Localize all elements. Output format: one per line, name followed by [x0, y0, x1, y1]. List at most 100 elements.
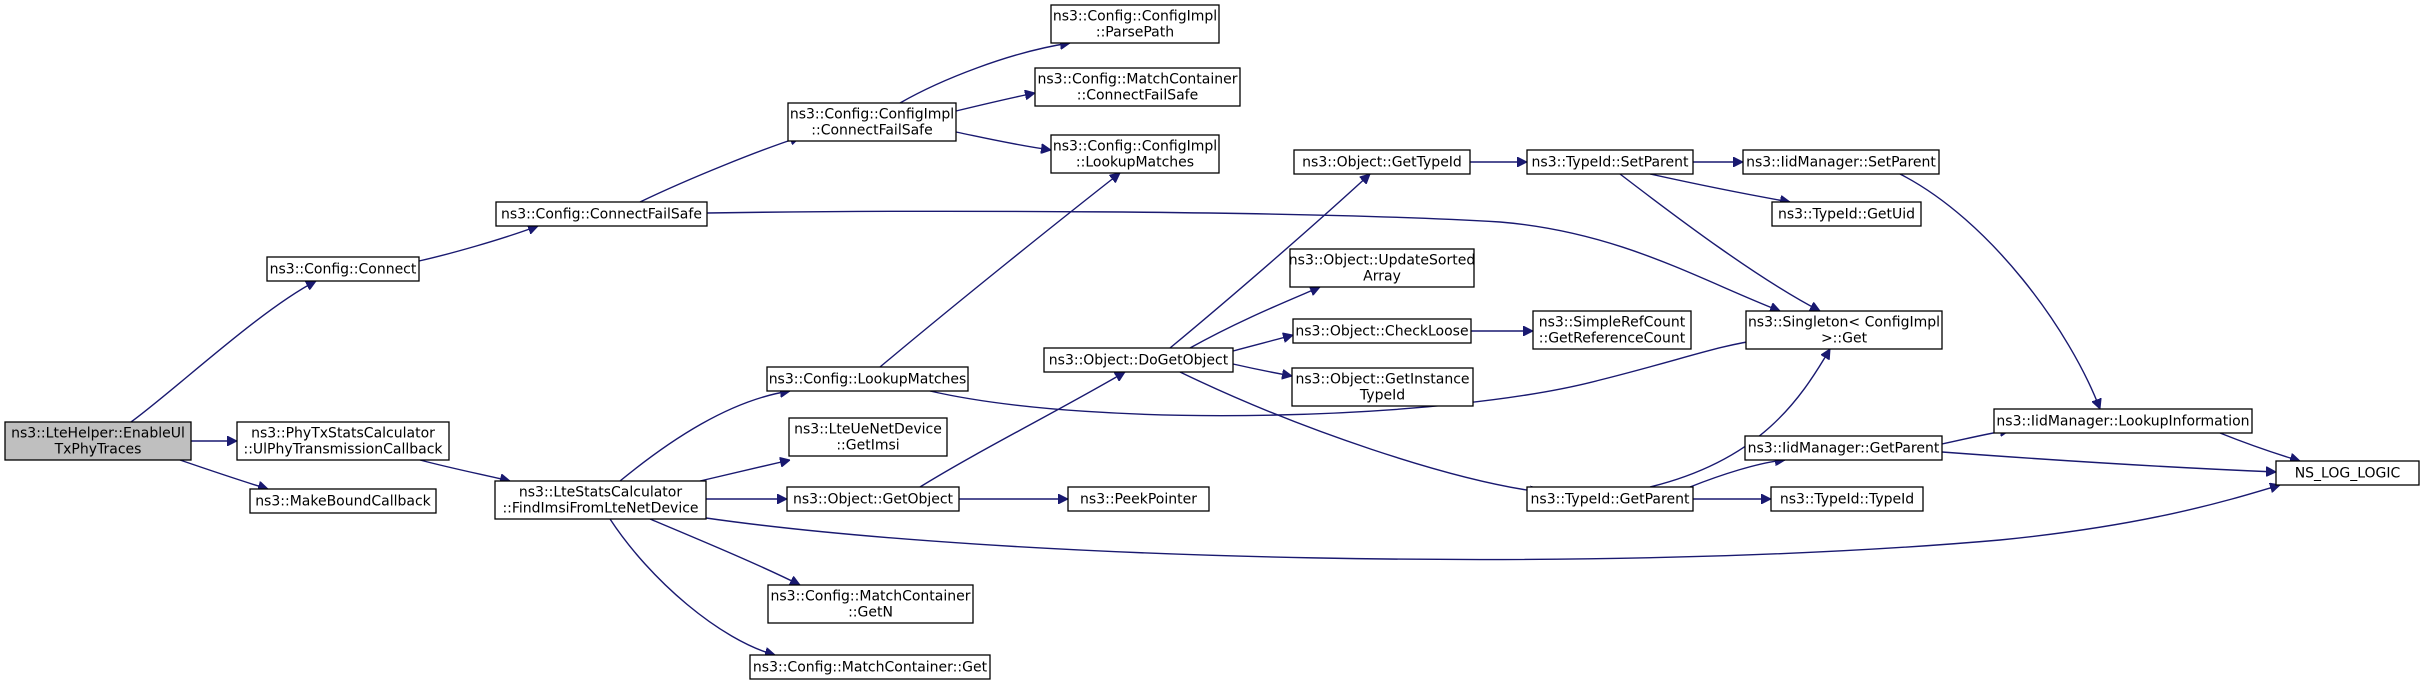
node-layer: ns3::LteHelper::EnableUlTxPhyTracesns3::… [4, 4, 2420, 680]
node-label: ns3::MakeBoundCallback [255, 494, 431, 510]
edge-cfg_lookup-to-impl_lookup [879, 173, 1120, 368]
node-box [1050, 134, 1220, 174]
node-box [787, 102, 957, 142]
node-label: ns3::Config::ConfigImpl [1053, 9, 1217, 25]
node-label: NS_LOG_LOGIC [2295, 466, 2401, 482]
node-typeid-getuid[interactable]: ns3::TypeId::GetUid [1771, 201, 1922, 227]
edge-impl_connect_fs-to-impl_lookup [955, 131, 1051, 150]
node-box [1993, 408, 2253, 434]
node-cfg-connect-fs[interactable]: ns3::Config::ConnectFailSafe [495, 201, 708, 227]
node-box [1526, 486, 1694, 512]
edge-obj_do_get-to-obj_update_sorted [1189, 287, 1320, 349]
edge-cfg_lookup-to-singleton_get [929, 340, 1760, 417]
node-impl-connect-fs[interactable]: ns3::Config::ConfigImpl::ConnectFailSafe [787, 102, 957, 142]
node-label: ns3::Object::GetTypeId [1302, 155, 1462, 171]
node-label: ::ConnectFailSafe [811, 123, 932, 139]
node-cfg-connect[interactable]: ns3::Config::Connect [266, 256, 420, 282]
edge-obj_do_get-to-obj_get_instance [1232, 363, 1292, 376]
node-box [494, 480, 707, 520]
node-box [1293, 149, 1471, 175]
node-iid-getparent[interactable]: ns3::IidManager::GetParent [1744, 435, 1943, 461]
node-label: ns3::Config::Connect [270, 262, 417, 278]
node-box [1771, 201, 1922, 227]
node-box [1526, 149, 1694, 175]
node-box [1292, 318, 1472, 344]
node-label: ns3::Object::GetInstance [1295, 372, 1469, 388]
edge-root-to-cfg_connect [130, 280, 316, 423]
node-obj-get-typeid[interactable]: ns3::Object::GetTypeId [1293, 149, 1471, 175]
edge-obj_do_get-to-typeid_getparent [1179, 371, 1540, 492]
node-mc-get[interactable]: ns3::Config::MatchContainer::Get [749, 654, 991, 680]
node-singleton-get[interactable]: ns3::Singleton< ConfigImpl >::Get [1745, 310, 1943, 350]
node-label: Array [1363, 269, 1401, 285]
node-label: ::ConnectFailSafe [1077, 88, 1198, 104]
node-box [236, 421, 450, 461]
node-box [1067, 486, 1210, 512]
edge-iid_setparent-to-iid_lookup_info [1899, 173, 2100, 409]
node-impl-parse[interactable]: ns3::Config::ConfigImpl::ParsePath [1050, 4, 1220, 44]
node-box [1043, 347, 1234, 373]
node-label: ns3::Config::ConfigImpl [1053, 139, 1217, 155]
node-label: >::Get [1821, 331, 1868, 347]
node-label: ns3::SimpleRefCount [1539, 315, 1686, 331]
node-typeid-setparent[interactable]: ns3::TypeId::SetParent [1526, 149, 1694, 175]
node-obj-get-object[interactable]: ns3::Object::GetObject [786, 486, 960, 512]
node-simple-refcount[interactable]: ns3::SimpleRefCount::GetReferenceCount [1532, 310, 1692, 350]
node-peek-pointer[interactable]: ns3::PeekPointer [1067, 486, 1210, 512]
node-label: ::GetReferenceCount [1539, 331, 1686, 347]
node-ns-log-logic[interactable]: NS_LOG_LOGIC [2275, 460, 2420, 486]
node-label: ns3::Config::ConfigImpl [790, 107, 954, 123]
node-box [767, 584, 974, 624]
edge-typeid_setparent-to-singleton_get [1619, 173, 1820, 312]
edge-obj_do_get-to-obj_check_loose [1232, 335, 1293, 352]
node-label: ns3::LteStatsCalculator [519, 485, 682, 501]
node-label: ns3::TypeId::GetParent [1531, 492, 1690, 508]
node-label: ns3::PhyTxStatsCalculator [251, 426, 435, 442]
node-mc-getn[interactable]: ns3::Config::MatchContainer::GetN [767, 584, 974, 624]
node-make-bound[interactable]: ns3::MakeBoundCallback [249, 488, 437, 514]
node-iid-lookup-info[interactable]: ns3::IidManager::LookupInformation [1993, 408, 2253, 434]
edge-cfg_connect-to-cfg_connect_fs [418, 226, 538, 262]
edge-cfg_connect_fs-to-singleton_get [706, 210, 1780, 311]
node-label: ns3::IidManager::SetParent [1746, 155, 1936, 171]
node-mc-connect-fs[interactable]: ns3::Config::MatchContainer::ConnectFail… [1034, 67, 1241, 107]
edge-impl_connect_fs-to-impl_parse [899, 43, 1070, 104]
node-label: ns3::Config::MatchContainer [1038, 72, 1238, 88]
node-label: ns3::Object::DoGetObject [1049, 353, 1229, 369]
node-obj-do-get[interactable]: ns3::Object::DoGetObject [1043, 347, 1234, 373]
node-label: ns3::Config::ConnectFailSafe [501, 207, 702, 223]
node-phy-ul-cb[interactable]: ns3::PhyTxStatsCalculator::UlPhyTransmis… [236, 421, 450, 461]
node-label: ::GetN [848, 605, 893, 621]
node-cfg-lookup[interactable]: ns3::Config::LookupMatches [766, 366, 969, 392]
node-impl-lookup[interactable]: ns3::Config::ConfigImpl::LookupMatches [1050, 134, 1220, 174]
node-iid-setparent[interactable]: ns3::IidManager::SetParent [1742, 149, 1940, 175]
edge-find_imsi-to-ns_log_logic [705, 485, 2280, 561]
node-typeid-getparent[interactable]: ns3::TypeId::GetParent [1526, 486, 1694, 512]
node-box [1291, 367, 1474, 407]
node-find-imsi[interactable]: ns3::LteStatsCalculator::FindImsiFromLte… [494, 480, 707, 520]
node-ue-get-imsi[interactable]: ns3::LteUeNetDevice::GetImsi [788, 417, 948, 457]
edge-phy_ul_cb-to-find_imsi [419, 459, 510, 481]
node-label: ns3::IidManager::GetParent [1748, 441, 1940, 457]
edge-layer [130, 43, 2300, 655]
node-label: ns3::Config::MatchContainer [771, 589, 971, 605]
edge-iid_getparent-to-ns_log_logic [1941, 451, 2276, 472]
node-label: ns3::Config::LookupMatches [769, 372, 967, 388]
node-label: ns3::Singleton< ConfigImpl [1748, 315, 1940, 331]
edge-iid_lookup_info-to-ns_log_logic [2219, 432, 2300, 461]
edge-find_imsi-to-cfg_lookup [619, 391, 790, 482]
node-typeid-typeid[interactable]: ns3::TypeId::TypeId [1770, 486, 1924, 512]
node-label: ns3::TypeId::GetUid [1778, 207, 1915, 223]
node-label: ns3::PeekPointer [1080, 492, 1197, 508]
node-box [249, 488, 437, 514]
edge-impl_connect_fs-to-mc_connect_fs [955, 93, 1035, 112]
node-label: ns3::Object::CheckLoose [1295, 324, 1468, 340]
node-box [749, 654, 991, 680]
node-obj-check-loose[interactable]: ns3::Object::CheckLoose [1292, 318, 1472, 344]
node-label: ns3::LteUeNetDevice [794, 422, 942, 438]
edge-typeid_getparent-to-iid_getparent [1689, 460, 1785, 488]
